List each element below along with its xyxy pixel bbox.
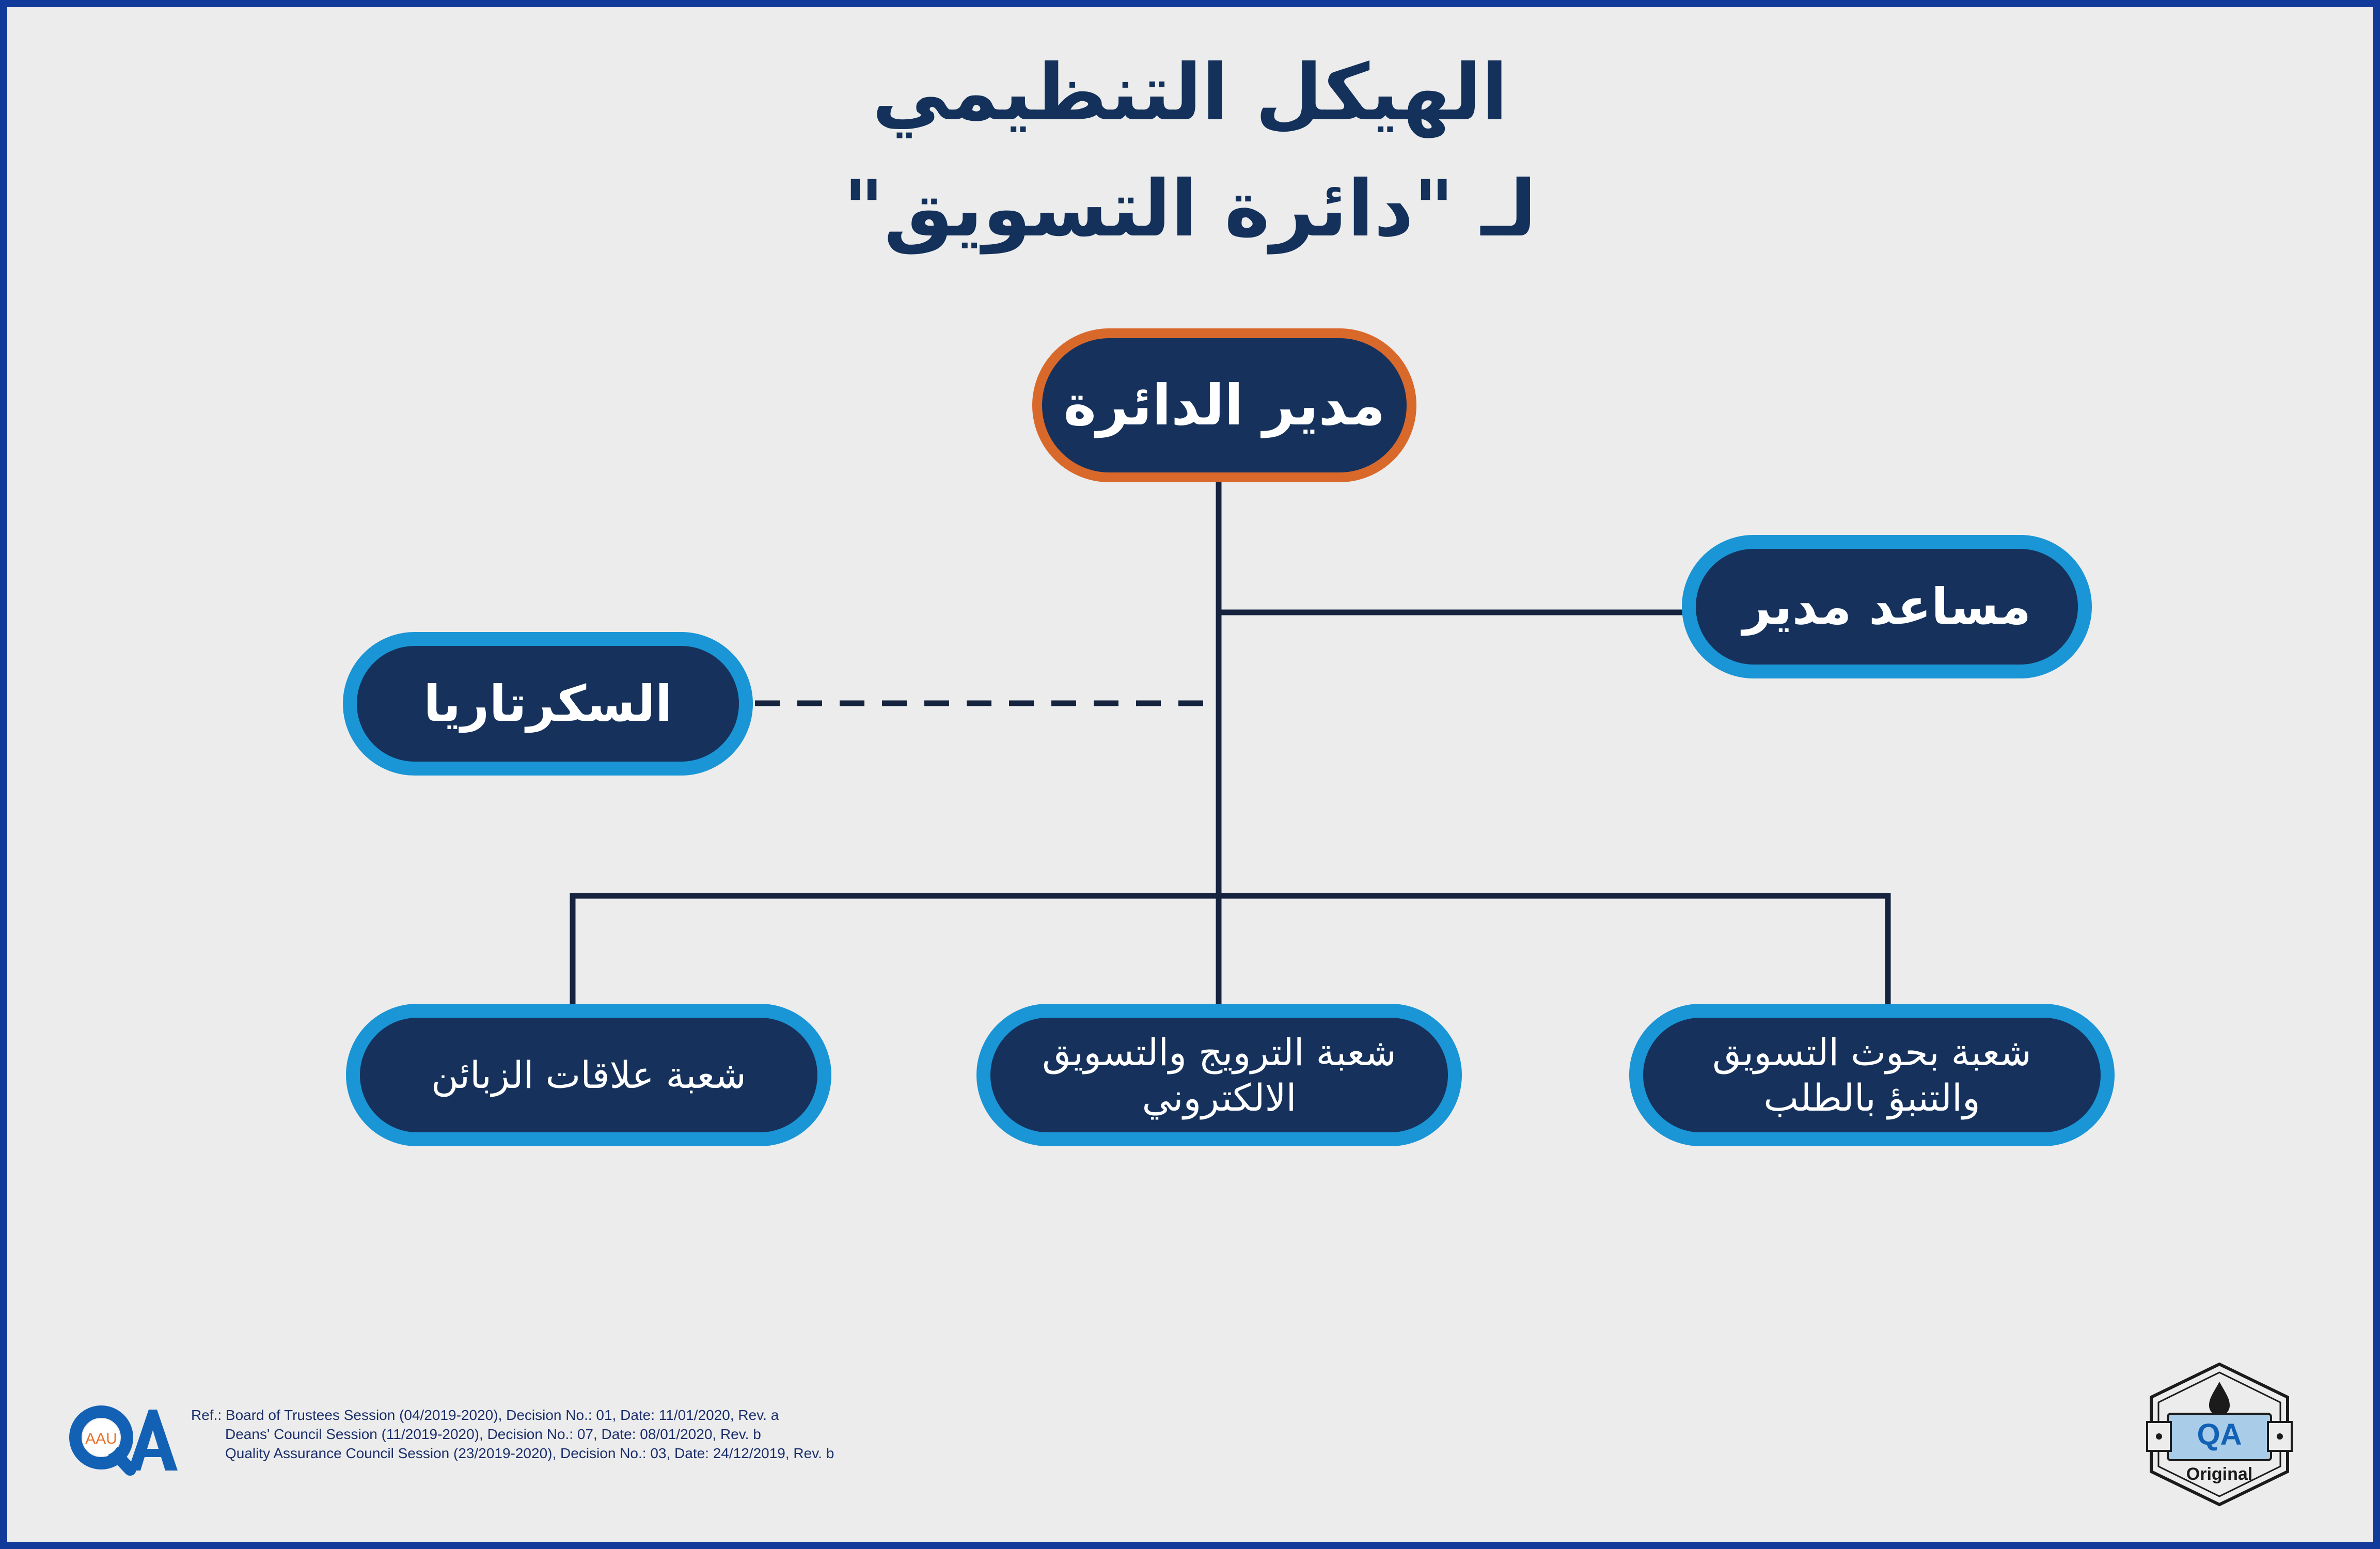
research-label-line-2: والتنبؤ بالطلب: [1763, 1076, 1980, 1119]
assistant-label: مساعد مدير: [1742, 578, 2031, 636]
assistant-node: مساعد مدير: [1682, 535, 2092, 678]
title-line-1: الهيكل التنظيمي: [872, 48, 1508, 138]
reference-line-1: Ref.: Board of Trustees Session (04/2019…: [191, 1407, 779, 1423]
research-division-node: شعبة بحوث التسويق والتنبؤ بالطلب: [1629, 1004, 2115, 1146]
secretary-node: السكرتاريا: [343, 632, 753, 776]
customers-label: شعبة علاقات الزبائن: [431, 1053, 746, 1097]
reference-line-3: Quality Assurance Council Session (23/20…: [225, 1445, 834, 1461]
research-label-line-1: شعبة بحوث التسويق: [1712, 1031, 2031, 1074]
title-line-2: لـ "دائرة التسويق": [843, 164, 1537, 254]
promotion-division-node: شعبة الترويج والتسويق الالكتروني: [976, 1004, 1462, 1146]
secretary-label: السكرتاريا: [423, 675, 672, 733]
director-node: مدير الدائرة: [1032, 328, 1416, 482]
badge-original-text: Original: [2186, 1464, 2252, 1484]
badge-qa-text: QA: [2197, 1418, 2242, 1451]
qa-original-badge: QA Original: [2146, 1362, 2293, 1507]
logo-aau-text: AAU: [85, 1430, 117, 1447]
reference-line-2: Deans' Council Session (11/2019-2020), D…: [225, 1426, 761, 1442]
director-label: مدير الدائرة: [1063, 373, 1385, 438]
aau-qa-logo: AAU: [69, 1405, 178, 1476]
customers-division-node: شعبة علاقات الزبائن: [346, 1004, 831, 1146]
reference-block: Ref.: Board of Trustees Session (04/2019…: [191, 1405, 834, 1463]
promotion-label-line-2: الالكتروني: [1142, 1076, 1297, 1119]
promotion-label-line-1: شعبة الترويج والتسويق: [1042, 1031, 1396, 1074]
